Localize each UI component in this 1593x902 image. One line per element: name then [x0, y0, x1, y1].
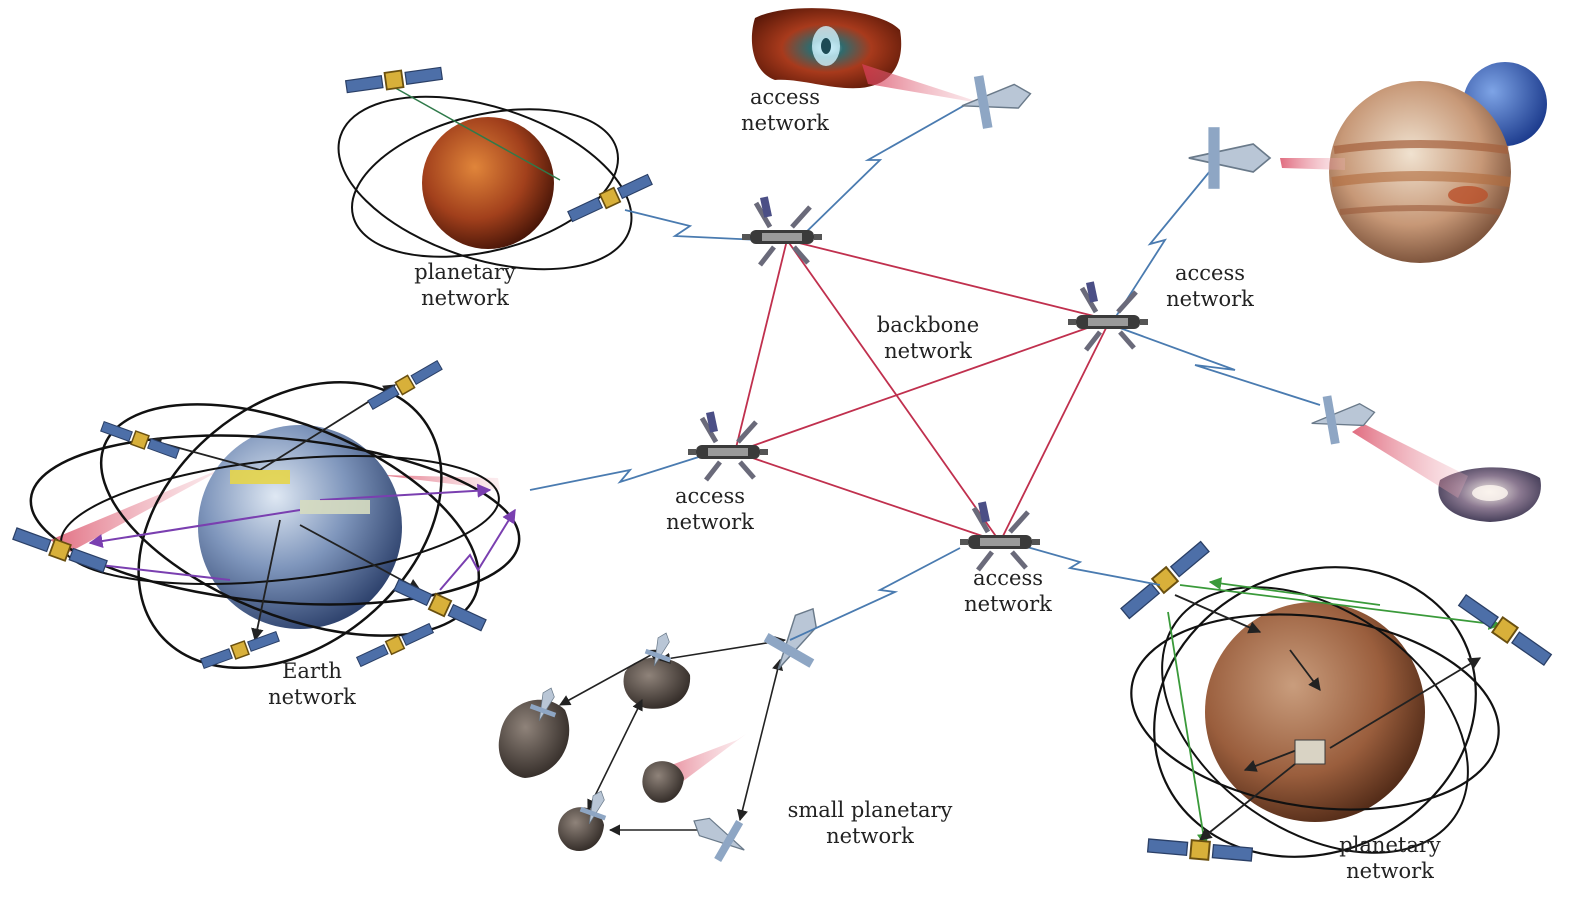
relay-satellite-bottom [960, 501, 1040, 570]
link-relay-jupiter-probe [1114, 164, 1216, 319]
beam-galaxy [1352, 424, 1468, 498]
earth-sat-2 [366, 358, 444, 412]
space-station [230, 470, 290, 484]
venus [422, 117, 554, 249]
link-relay-galaxy-probe [1119, 327, 1321, 406]
label-access-network-center: access network [666, 484, 754, 534]
venus-orbiter-top [344, 64, 444, 96]
jupiter [1329, 81, 1511, 263]
backbone-links [734, 239, 1111, 543]
label-planetary-network-mars: planetary network [1339, 833, 1441, 883]
venus-system [337, 64, 654, 271]
earth-sat-1 [99, 418, 181, 462]
relay-satellite-top [742, 196, 822, 265]
earth-sat-6 [355, 621, 435, 669]
mars [1205, 602, 1425, 822]
mars-orbiter-bottom [1146, 835, 1254, 865]
beam-nebula [862, 64, 985, 104]
link-earth-relay [529, 454, 706, 491]
label-earth-network: Earth network [268, 659, 356, 709]
link-relay-asteroid [789, 547, 961, 641]
label-access-network-right: access network [1166, 261, 1254, 311]
asteroid-probe-bottom [682, 801, 756, 870]
asteroid-4 [642, 761, 684, 803]
link-relay-mars [1019, 544, 1161, 586]
link-venus-relay [624, 209, 761, 241]
asteroid-relay-probe [754, 594, 837, 684]
label-small-planetary-network: small planetary network [787, 798, 953, 848]
link-relay-nebula-probe [799, 104, 966, 239]
asteroid-1 [498, 699, 570, 778]
venus-orbiter-right [566, 171, 654, 225]
label-access-network-bottom: access network [964, 566, 1052, 616]
earth-sat-4 [392, 576, 488, 634]
earth-system [11, 358, 521, 672]
label-access-network-top: access network [741, 85, 829, 135]
label-backbone-network: backbone network [876, 313, 980, 363]
relay-satellite-right [1068, 281, 1148, 350]
jupiter-probe [1187, 126, 1271, 190]
mars-orbiter-right [1456, 591, 1554, 669]
asteroid-system [498, 594, 837, 870]
relay-satellite-left [688, 411, 768, 480]
mars-lander [1294, 739, 1326, 765]
label-planetary-network-venus: planetary network [414, 260, 516, 310]
beam-jupiter [1280, 158, 1345, 170]
access-links [529, 104, 1321, 641]
mars-system [1118, 538, 1554, 865]
